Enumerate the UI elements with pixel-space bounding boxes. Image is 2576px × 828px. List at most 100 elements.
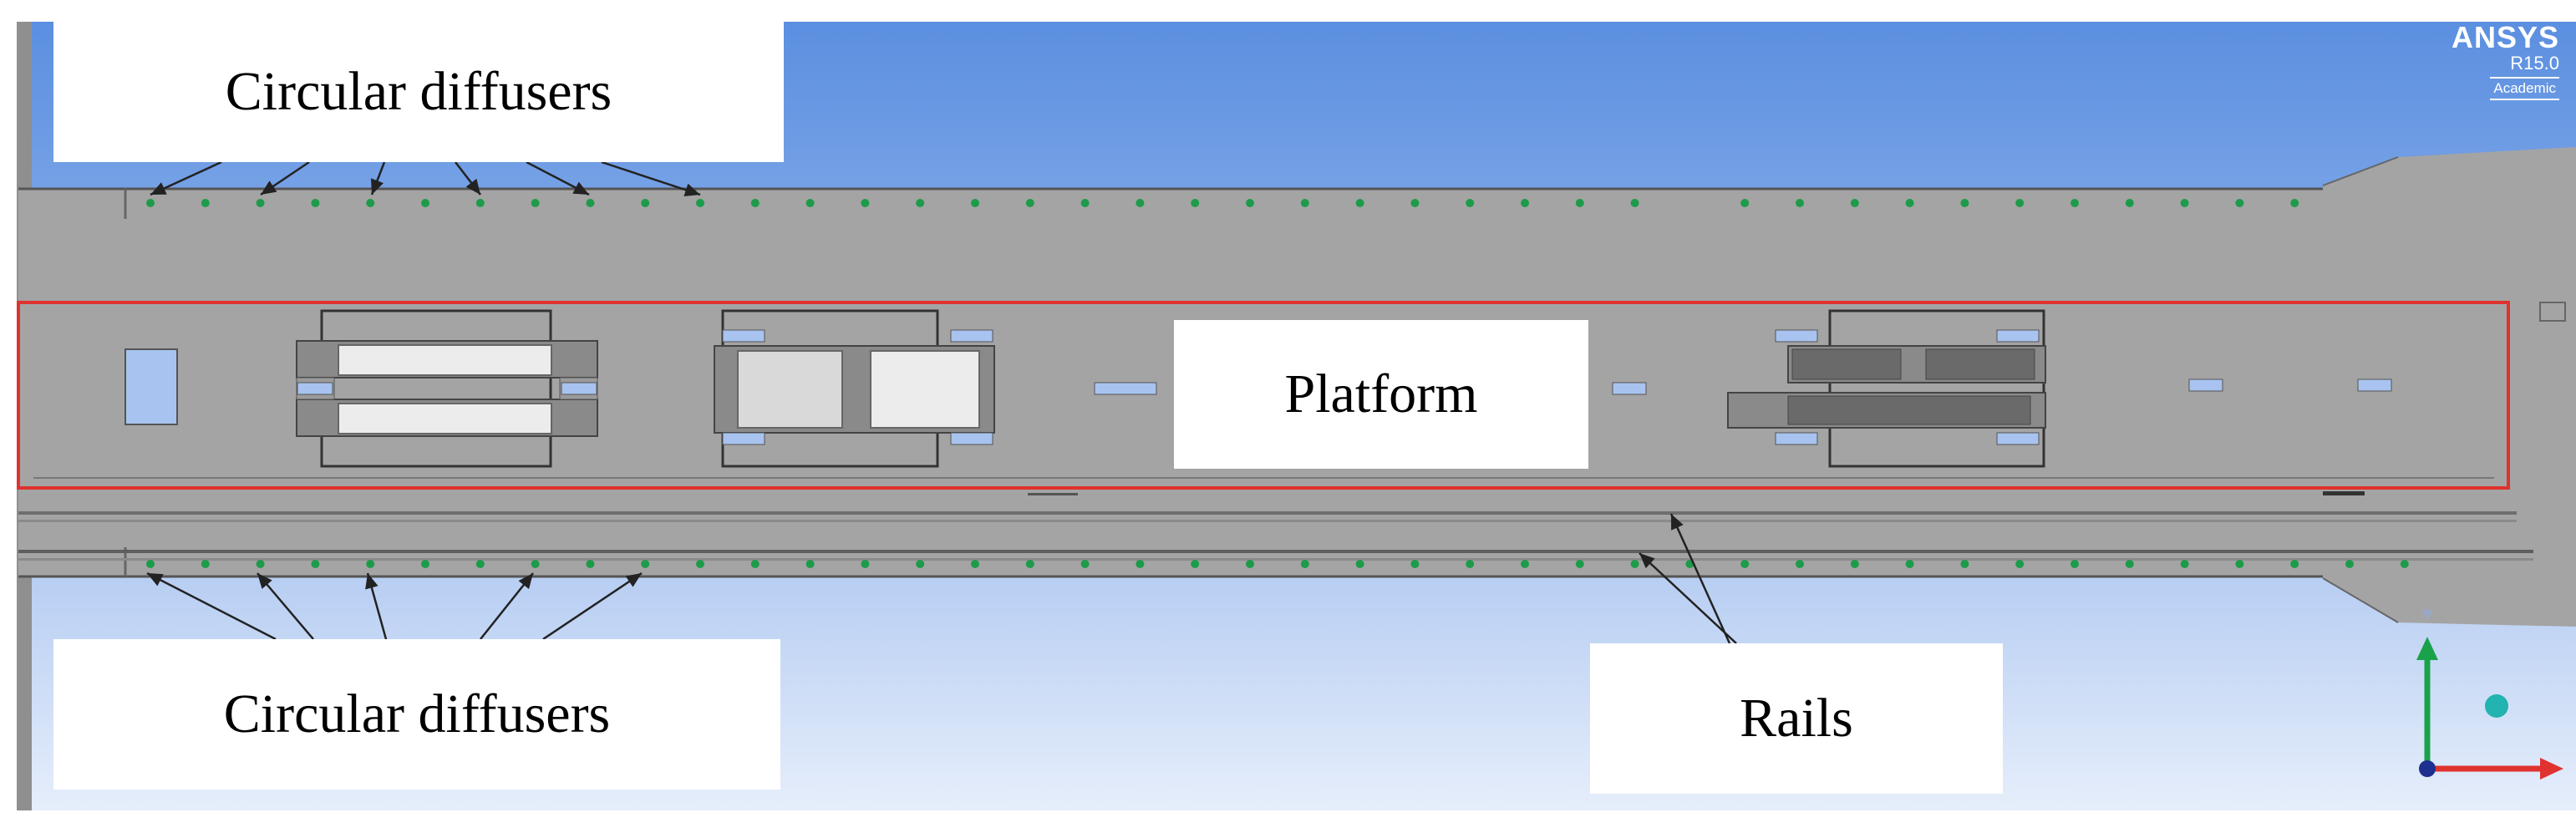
ansys-logo: ANSYS R15.0 Academic — [2442, 22, 2559, 100]
diffuser-dot — [1300, 199, 1309, 207]
diffuser-dot — [805, 199, 815, 207]
diffuser-dot — [2290, 560, 2299, 568]
diffuser-dot — [971, 560, 979, 568]
diffuser-dot — [421, 560, 429, 568]
diffuser-dot — [2125, 199, 2134, 207]
diffuser-dot — [1246, 199, 1254, 207]
label-rails-text: Rails — [1740, 688, 1853, 749]
pointer-arrow-head — [257, 573, 272, 589]
diffuser-dot — [586, 560, 595, 568]
rail-2 — [18, 520, 2517, 522]
diffuser-dot — [201, 199, 210, 207]
diffuser-dot — [1080, 199, 1090, 207]
ansys-logo-edition: Academic — [2490, 77, 2559, 100]
pointer-arrow-line — [542, 571, 643, 641]
diffuser-dot — [2235, 560, 2244, 568]
pointer-arrow-head — [518, 573, 533, 590]
diffusers-bottom-row — [146, 560, 2409, 568]
pointer-arrow-head — [150, 182, 167, 195]
diffuser-dot — [1410, 560, 1420, 568]
diffuser-dot — [586, 199, 595, 207]
diffuser-dot — [2400, 560, 2409, 568]
ansys-logo-version: R15.0 — [2510, 53, 2559, 74]
diffuser-dot — [696, 560, 704, 568]
diffuser-dot — [2070, 560, 2079, 568]
diffuser-dot — [1630, 199, 1639, 207]
diffuser-dot — [1960, 560, 1969, 568]
diffuser-dot — [256, 199, 265, 207]
diffuser-dot — [421, 199, 429, 207]
diffuser-dot — [1521, 560, 1529, 568]
pointer-arrow-head — [1671, 514, 1684, 531]
pointer-arrow-head — [572, 181, 589, 195]
pointer-arrow-head — [261, 180, 277, 195]
diffuser-dot — [2180, 560, 2189, 568]
diffuser-dot — [531, 199, 540, 207]
ansys-logo-name: ANSYS — [2451, 20, 2559, 54]
diffuser-dot — [1630, 560, 1639, 568]
label-diffusers-bottom: Circular diffusers — [53, 639, 780, 790]
pointer-arrow-line — [146, 571, 277, 641]
diffusers-top-row — [146, 199, 2299, 207]
diffuser-dot — [1575, 199, 1584, 207]
diffuser-dot — [2070, 199, 2079, 207]
coordinate-axes-icon — [2416, 610, 2563, 780]
diffuser-dot — [2290, 199, 2299, 207]
pointer-arrow-head — [465, 178, 480, 195]
diffuser-dot — [861, 560, 870, 568]
pointer-arrows — [146, 160, 1737, 644]
diffuser-dot — [531, 560, 540, 568]
diffuser-dot — [1905, 560, 1914, 568]
diffuser-dot — [805, 560, 815, 568]
pointer-arrow-line — [1639, 552, 1737, 644]
pointer-arrow-line — [601, 160, 701, 196]
diffuser-dot — [1740, 560, 1750, 568]
diffuser-dot — [750, 560, 760, 568]
platform-opening — [124, 348, 178, 425]
diffuser-dot — [861, 199, 870, 207]
diffuser-dot — [1025, 560, 1034, 568]
diffuser-dot — [641, 199, 650, 207]
pointer-arrow-head — [1639, 553, 1655, 569]
diffuser-dot — [311, 199, 320, 207]
diffuser-dot — [696, 199, 704, 207]
diffuser-dot — [750, 199, 760, 207]
diffuser-dot — [1136, 560, 1145, 568]
diffuser-dot — [1796, 560, 1804, 568]
diffuser-dot — [1850, 560, 1859, 568]
platform-vent — [2188, 378, 2223, 392]
diffuser-dot — [1080, 560, 1090, 568]
diffuser-dot — [1960, 199, 1969, 207]
diffuser-dot — [1905, 199, 1914, 207]
rail-1 — [18, 511, 2517, 515]
diffuser-dot — [2180, 199, 2189, 207]
diffuser-dot — [1191, 560, 1200, 568]
diffuser-dot — [2125, 560, 2134, 568]
pointer-arrow-head — [625, 573, 642, 587]
label-rails: Rails — [1590, 643, 2003, 794]
floor-mark — [2323, 491, 2365, 495]
diffuser-dot — [916, 199, 925, 207]
pointer-arrow-line — [1669, 513, 1731, 644]
label-platform: Platform — [1174, 320, 1588, 469]
train-car-3 — [1727, 309, 2046, 468]
diffuser-dot — [475, 199, 485, 207]
platform-vent — [2357, 378, 2392, 392]
label-platform-text: Platform — [1284, 363, 1478, 424]
diffuser-dot — [1355, 199, 1364, 207]
diffuser-dot — [1410, 199, 1420, 207]
diffuser-dot — [366, 199, 375, 207]
diffuser-dot — [1025, 199, 1034, 207]
label-diffusers-bottom-text: Circular diffusers — [223, 683, 611, 744]
pointer-arrow-head — [147, 573, 164, 587]
diffuser-dot — [1575, 560, 1584, 568]
platform-outline — [17, 301, 2510, 490]
diffuser-dot — [971, 199, 979, 207]
pointer-arrow-head — [683, 183, 700, 196]
platform-vent — [1094, 382, 1157, 395]
tunnel-flare-top — [2322, 156, 2399, 186]
diffuser-dot — [1850, 199, 1859, 207]
diffuser-dot — [1300, 560, 1309, 568]
diffuser-dot — [2015, 199, 2025, 207]
